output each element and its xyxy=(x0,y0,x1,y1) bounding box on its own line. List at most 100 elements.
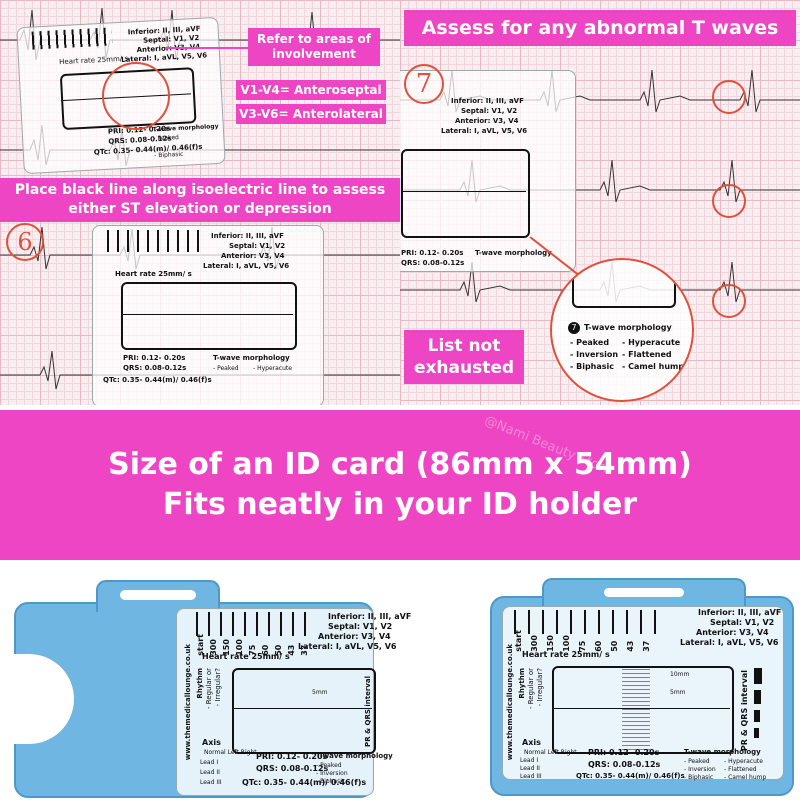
inferior-label-st: Inferior: II, III, aVF xyxy=(211,232,284,240)
interval-block-1 xyxy=(754,668,762,684)
mm5-label-r: 5mm xyxy=(670,689,686,696)
pri-label-st: PRI: 0.12- 0.20s xyxy=(123,354,186,362)
website-label-r: www.themedicallounge.co.uk xyxy=(506,644,514,761)
rate-scale-left xyxy=(196,612,306,636)
zoom-camel: - Camel hump xyxy=(622,362,685,371)
holder-tab-left xyxy=(96,580,220,612)
hyperacute-label-r: - Hyperacute xyxy=(724,758,763,765)
lead-ii-left: Lead II xyxy=(200,769,220,776)
id-card-left xyxy=(176,608,374,796)
twave-banner-text: Assess for any abnormal T waves xyxy=(421,17,779,39)
callout-v1v4: V1-V4= Anteroseptal xyxy=(236,80,386,100)
pri-label-left: PRI: 0.12- 0.20s xyxy=(256,752,328,761)
callout-v1v4-text: V1-V4= Anteroseptal xyxy=(240,83,382,97)
heart-rate-label: Heart rate 25mm/ s xyxy=(58,54,129,67)
peaked-label: - Peaked xyxy=(153,134,180,143)
anterior-label-right: Anterior: V3, V4 xyxy=(455,117,519,125)
rate-tick-43-r: 43 xyxy=(626,640,635,652)
callout-list-text: List not exhausted xyxy=(413,336,515,378)
mm5-label-left: 5mm xyxy=(312,689,328,696)
pr-qrs-label-r: PR & QRS interval xyxy=(740,670,749,752)
qtc-label-st: QTc: 0.35- 0.44(m)/ 0.46(f)s xyxy=(103,376,212,384)
callout-areas: Refer to areas of involvement xyxy=(248,28,380,66)
twave-circle-3 xyxy=(712,284,746,318)
mm10-label-r: 10mm xyxy=(670,671,690,678)
septal-label-left: Septal: V1, V2 xyxy=(328,622,393,631)
heart-rate-label-r: Heart rate 25mm/ s xyxy=(522,650,610,659)
septal-label-r: Septal: V1, V2 xyxy=(710,618,775,627)
pri-label-right: PRI: 0.12- 0.20s xyxy=(401,249,464,257)
irregular-label-r: - Irregular? xyxy=(536,668,544,707)
interval-block-3 xyxy=(754,710,760,722)
pr-qrs-label-left: PR & QRS interval xyxy=(364,676,372,747)
main-banner-line2: Fits neatly in your ID holder xyxy=(162,487,638,522)
septal-label-st: Septal: V1, V2 xyxy=(229,242,286,250)
rate-tick-start-r: start xyxy=(514,630,523,652)
lead-iii-r: Lead III xyxy=(520,773,542,780)
twave-title-left: T-wave morphology xyxy=(316,752,393,760)
rate-tick-37-r: 37 xyxy=(642,640,651,652)
axis-label-r: Axis xyxy=(522,738,541,747)
lead-iii-left: Lead III xyxy=(200,779,222,786)
qrs-label-left: QRS: 0.08-0.12s xyxy=(256,764,329,773)
twave-title-r: T-wave morphology xyxy=(684,748,761,756)
anterior-label-st: Anterior: V3, V4 xyxy=(221,252,285,260)
isoelectric-line-left xyxy=(232,708,372,709)
rhythm-label-left: Rhythm xyxy=(196,668,204,699)
flattened-label-r: - Flattened xyxy=(724,766,757,773)
regular-label-left: - Regular or xyxy=(205,668,213,709)
lateral-label-r: Lateral: I, aVL, V5, V6 xyxy=(680,638,779,647)
st-banner-text: Place black line along isoelectric line … xyxy=(14,182,386,217)
holder-thumb-cutout-left xyxy=(14,654,74,744)
interval-blocks-r xyxy=(754,668,774,754)
interval-window-right xyxy=(401,149,530,238)
zoom-hyperacute: - Hyperacute xyxy=(622,338,681,347)
callout-areas-text: Refer to areas of involvement xyxy=(256,32,372,61)
callout-connector xyxy=(165,47,248,49)
septal-label-right: Septal: V1, V2 xyxy=(461,107,518,115)
isoelectric-line-right xyxy=(401,191,526,192)
lead-ii-r: Lead II xyxy=(520,765,540,772)
qrs-label-right: QRS: 0.08-0.12s xyxy=(401,259,465,267)
axis-cols-r: Normal Left Right xyxy=(524,749,577,756)
biphasic-label-r: - Biphasic xyxy=(684,774,714,781)
inversion-label-r: - Inversion xyxy=(684,766,716,773)
rate-tick-300-r: 300 xyxy=(530,635,539,652)
heart-rate-label-left: Heart rate 25mm/ s xyxy=(202,652,290,661)
rate-tick-150-r: 150 xyxy=(546,635,555,652)
peaked-label-r: - Peaked xyxy=(684,758,710,765)
mm-ruler-r xyxy=(622,666,650,750)
heart-rate-label-st: Heart rate 25mm/ s xyxy=(115,270,192,278)
step-seven-number: 7 xyxy=(415,69,433,99)
zoom-peaked: - Peaked xyxy=(570,338,610,347)
website-label-left: www.themedicallounge.co.uk xyxy=(184,644,192,761)
rate-tick-50-r: 50 xyxy=(610,640,619,652)
biphasic-label-left: - Biphasic xyxy=(316,778,346,785)
zoom-biphasic: - Biphasic xyxy=(570,362,615,371)
twave-title-right: T-wave morphology xyxy=(475,249,552,257)
interval-window-left xyxy=(232,668,376,754)
anterior-label-left: Anterior: V3, V4 xyxy=(318,632,391,641)
holder-slot-left xyxy=(120,590,196,600)
rate-ticks-right: start 300 150 100 75 60 50 43 37 xyxy=(514,630,651,652)
lead-i-left: Lead I xyxy=(200,759,219,766)
inversion-label-left: - Inversion xyxy=(316,770,348,777)
inferior-label-r: Inferior: II, III, aVF xyxy=(698,608,782,617)
zoom-flattened: - Flattened xyxy=(622,350,672,359)
main-banner: Size of an ID card (86mm x 54mm) Fits ne… xyxy=(0,410,800,560)
zoom-twave-title: T-wave morphology xyxy=(584,323,672,332)
qrs-label-r: QRS: 0.08-0.12s xyxy=(588,760,661,769)
camel-label-r: - Camel hump xyxy=(724,774,767,781)
ecg-ruler-card-st: Heart rate 25mm/ s Inferior: II, III, aV… xyxy=(92,225,324,405)
highlight-circle xyxy=(102,62,170,130)
callout-v3v6: V3-V6= Anterolateral xyxy=(236,104,386,124)
twave-title-st: T-wave morphology xyxy=(213,354,290,362)
rate-tick-100-r: 100 xyxy=(562,635,571,652)
step-six-circle: 6 xyxy=(6,223,44,261)
rhythm-label-r: Rhythm xyxy=(518,668,526,699)
hyperacute-label-st: - Hyperacute xyxy=(253,365,292,372)
interval-block-4 xyxy=(754,728,759,738)
rate-tick-60-r: 60 xyxy=(594,640,603,652)
id-holder-right: start 300 150 100 75 60 50 43 37 Inferio… xyxy=(490,578,794,796)
zoom-step-seven: 7 xyxy=(568,322,580,334)
